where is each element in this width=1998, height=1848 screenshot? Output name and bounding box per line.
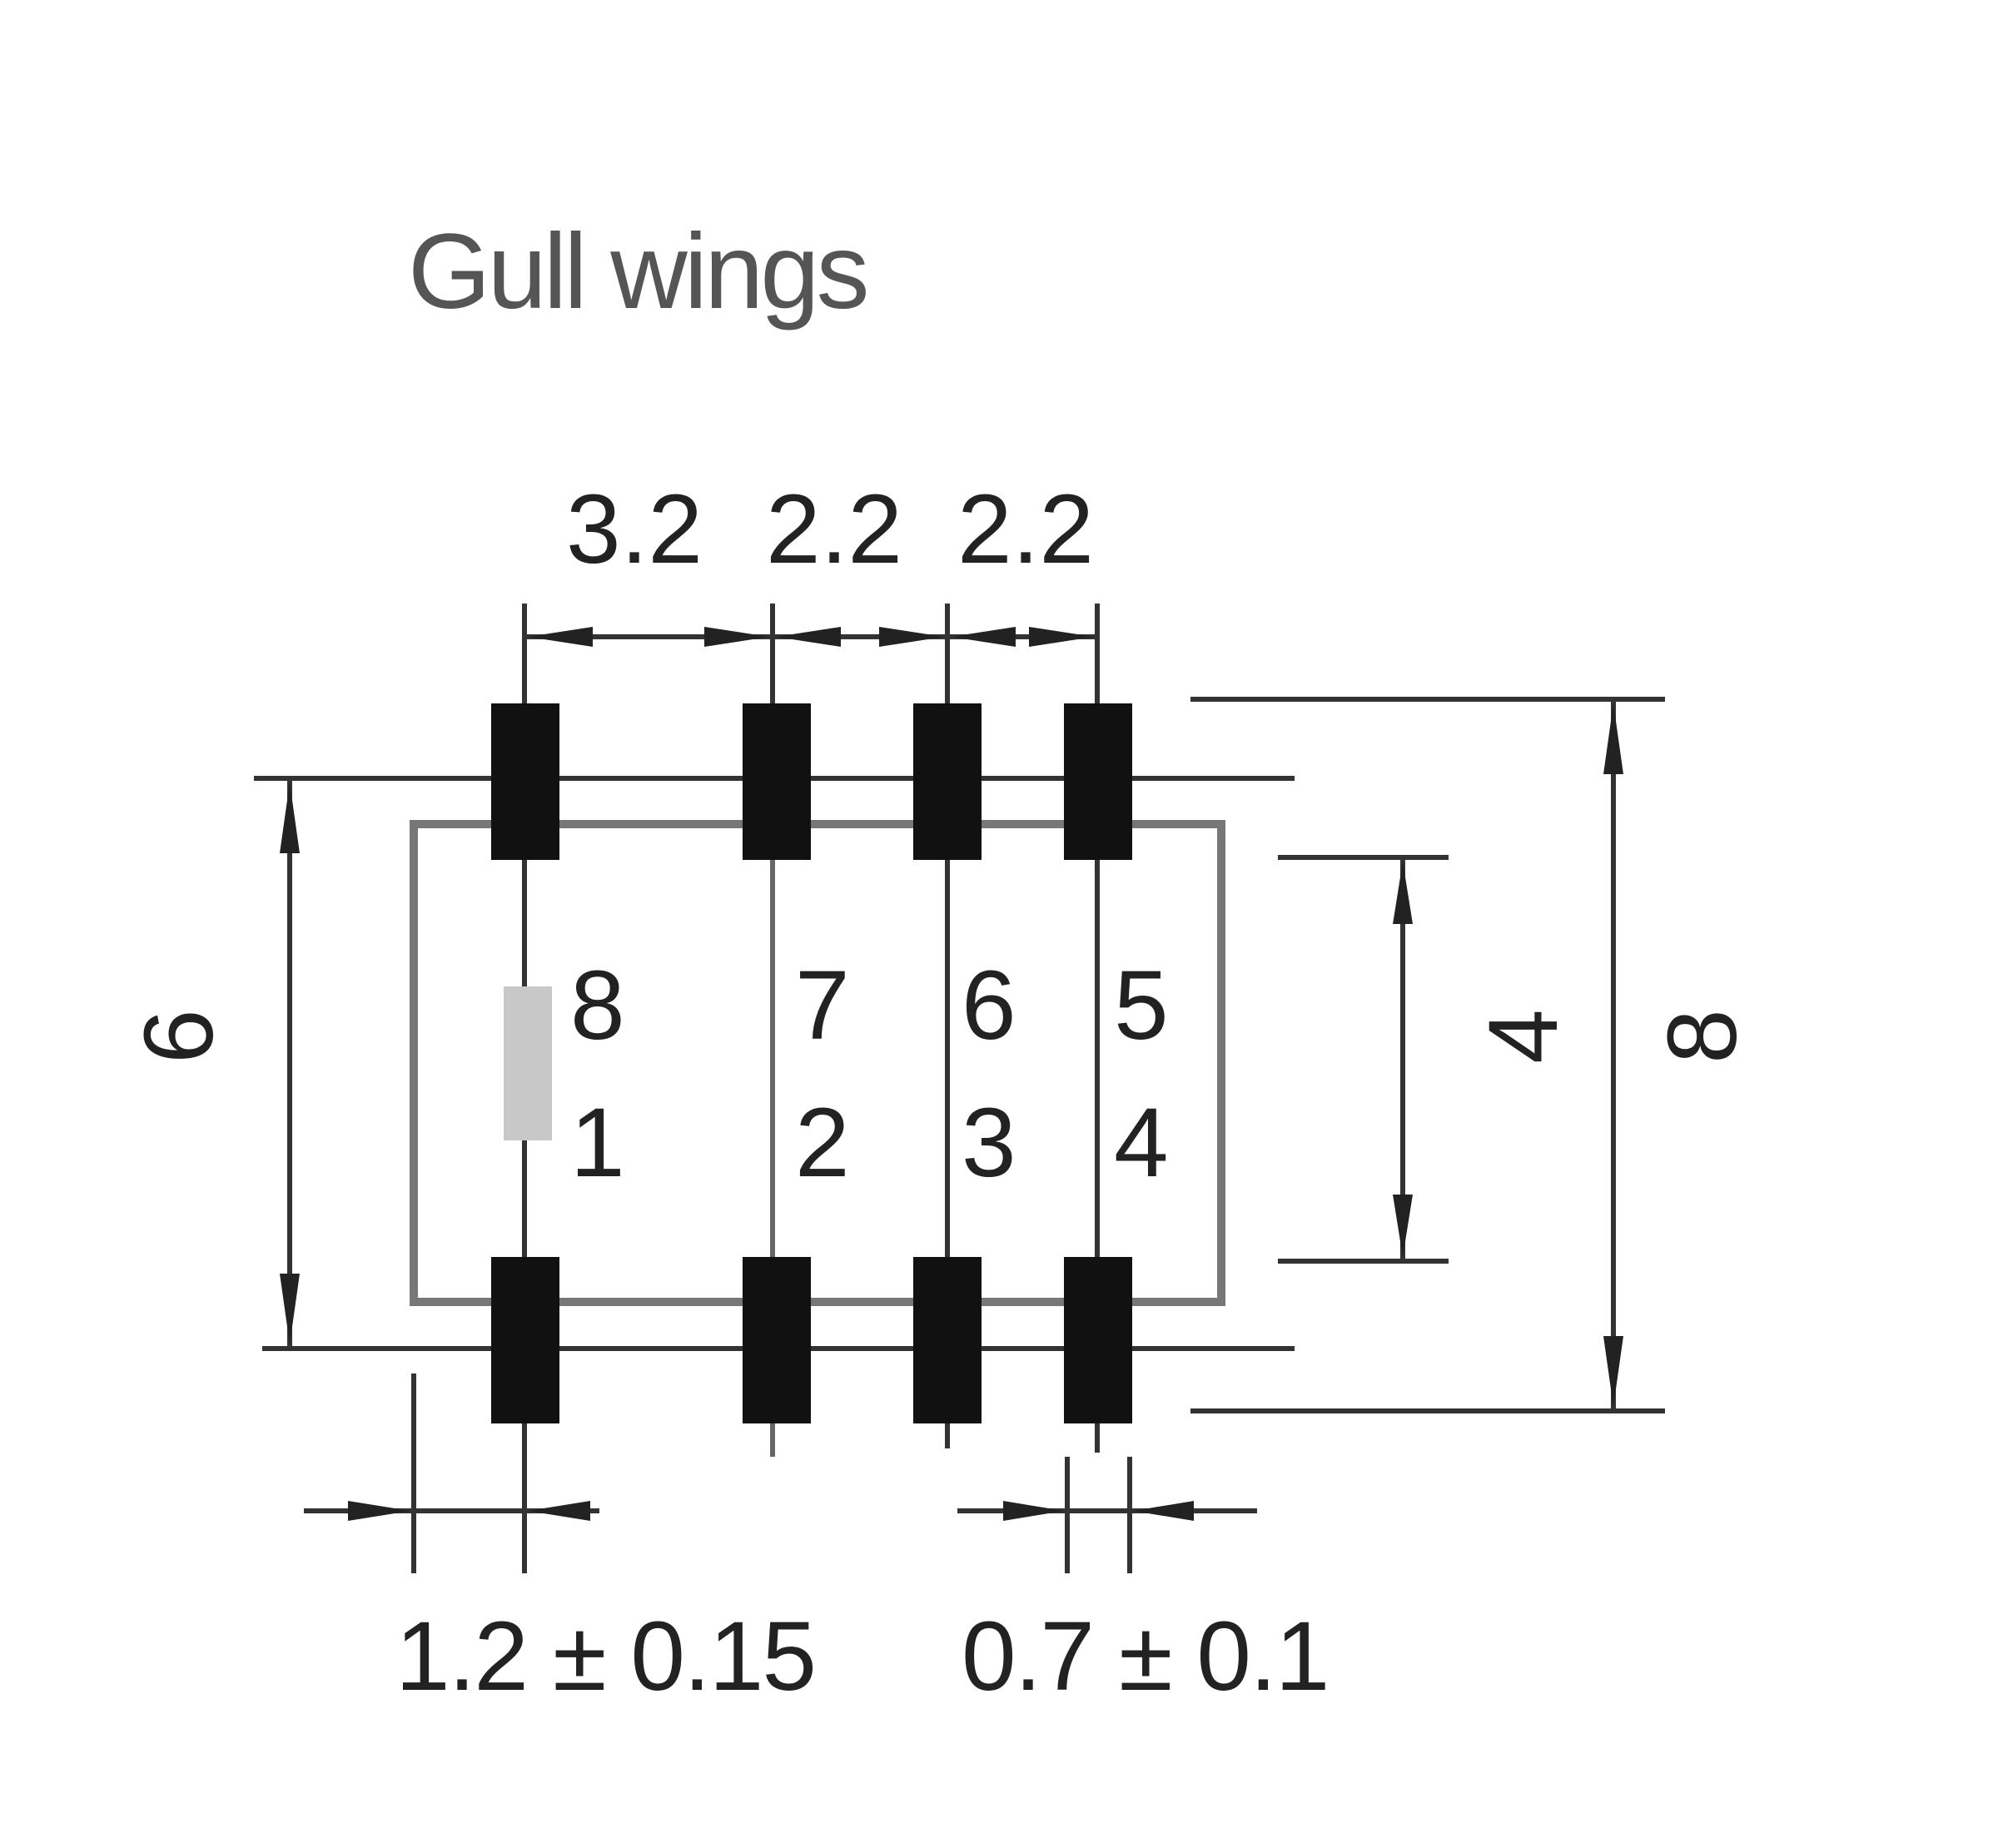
outer-span-label: 8	[1648, 1009, 1757, 1064]
pad-top-3	[913, 703, 982, 860]
pitch-arrow	[1029, 627, 1094, 647]
pad-bottom-4	[1064, 1257, 1132, 1423]
outer-span-arrow-bottom	[1603, 1336, 1623, 1407]
pad-bottom-1	[491, 1257, 559, 1423]
pad-length-arrow-right	[528, 1501, 590, 1521]
pad-span-arrow-top	[280, 782, 300, 853]
pitch-label-3-2: 3.2	[566, 474, 703, 584]
pin-label-6: 6	[962, 951, 1016, 1061]
pad-width-arrow-left	[1003, 1501, 1064, 1521]
pad-width-arrow-right	[1133, 1501, 1194, 1521]
pitch-arrow	[528, 627, 593, 647]
pad-top-1	[491, 703, 559, 860]
pad-width-tolerance-label: 0.7 ± 0.1	[962, 1602, 1328, 1711]
inner-span-arrow-bottom	[1393, 1195, 1413, 1257]
pitch-arrow	[776, 627, 841, 647]
pad-bottom-2	[743, 1257, 811, 1423]
pad-span-label: 6	[124, 1009, 234, 1064]
pad-top-2	[743, 703, 811, 860]
pin-label-7: 7	[795, 951, 850, 1061]
pad-length-tolerance-label: 1.2 ± 0.15	[395, 1602, 815, 1711]
pin-label-4: 4	[1114, 1088, 1169, 1198]
pitch-label-2-2-a: 2.2	[766, 474, 902, 584]
pin-label-1: 1	[570, 1088, 625, 1198]
pin-label-8: 8	[570, 951, 625, 1061]
pin-label-3: 3	[962, 1088, 1016, 1198]
pad-top-4	[1064, 703, 1132, 860]
outer-span-arrow-top	[1603, 703, 1623, 774]
pad-length-arrow-left	[348, 1501, 410, 1521]
pin-one-marker	[504, 986, 552, 1140]
pitch-arrow	[704, 627, 769, 647]
pin-label-5: 5	[1114, 951, 1169, 1061]
pitch-label-2-2-b: 2.2	[957, 474, 1094, 584]
inner-span-label: 4	[1469, 1009, 1578, 1064]
pad-bottom-3	[913, 1257, 982, 1423]
component-body-outline	[410, 820, 1225, 1306]
pad-span-arrow-bottom	[280, 1274, 300, 1344]
pitch-arrow	[879, 627, 944, 647]
inner-span-arrow-top	[1393, 862, 1413, 924]
diagram-title: Gull wings	[408, 212, 866, 331]
pin-label-2: 2	[795, 1088, 850, 1198]
pitch-arrow	[951, 627, 1016, 647]
